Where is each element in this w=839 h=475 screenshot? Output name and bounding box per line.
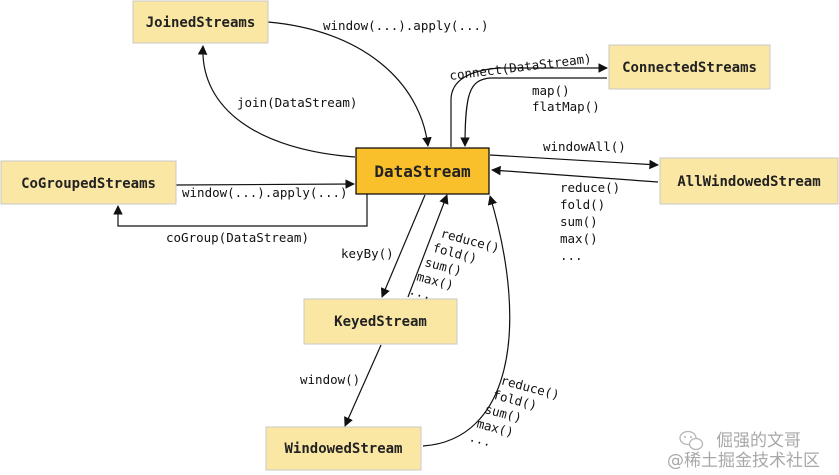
edge-allwindowed-to-datastream — [491, 165, 659, 183]
node-windowed-stream: WindowedStream — [265, 426, 422, 471]
node-joined-streams: JoinedStreams — [132, 0, 269, 44]
edge-labels: window(...).apply(...) join(DataStream) … — [166, 18, 626, 449]
edge-datastream-to-connected — [450, 63, 608, 147]
label-keyed-more: ... — [407, 282, 433, 302]
edge-joined-to-datastream — [267, 21, 432, 147]
label-allwindowed-more: ... — [560, 248, 583, 263]
label-map: map() — [532, 83, 570, 98]
label-keyby: keyBy() — [341, 246, 394, 261]
edge-cogrouped-to-datastream — [175, 179, 355, 189]
watermark-author: 倔强的文哥 — [716, 431, 801, 451]
label-join: join(DataStream) — [237, 95, 357, 110]
node-keyed-stream: KeyedStream — [303, 298, 458, 345]
label-cogroup: coGroup(DataStream) — [166, 230, 309, 245]
node-label: ConnectedStreams — [622, 60, 757, 76]
label-windowed-more: ... — [467, 429, 493, 449]
node-datastream: DataStream — [355, 147, 490, 195]
node-cogrouped-streams: CoGroupedStreams — [0, 160, 177, 205]
label-allwindowed-max: max() — [560, 231, 598, 246]
node-label: DataStream — [374, 162, 471, 181]
label-flatmap: flatMap() — [532, 99, 600, 114]
label-cogroup-window-apply: window(...).apply(...) — [182, 185, 348, 200]
node-label: KeyedStream — [334, 314, 427, 330]
node-label: CoGroupedStreams — [21, 176, 156, 192]
edge-keyed-to-windowed — [344, 344, 382, 427]
label-joined-window-apply: window(...).apply(...) — [323, 18, 489, 33]
watermark: 倔强的文哥 @稀土掘金技术社区 — [667, 430, 820, 471]
edge-windowed-to-datastream — [422, 195, 511, 447]
node-label: WindowedStream — [284, 441, 402, 457]
label-window: window() — [300, 372, 360, 387]
label-allwindowed-fold: fold() — [560, 197, 605, 212]
label-allwindowed-sum: sum() — [560, 214, 598, 229]
edge-datastream-to-allwindowed — [489, 154, 659, 170]
label-allwindowed-reduce: reduce() — [560, 180, 620, 195]
edge-connected-to-datastream — [460, 77, 607, 147]
edge-datastream-to-cogrouped — [113, 193, 368, 227]
edges — [113, 21, 659, 447]
edge-datastream-to-joined-join — [197, 45, 356, 158]
node-connected-streams: ConnectedStreams — [608, 44, 771, 90]
node-label: JoinedStreams — [146, 15, 256, 31]
wechat-icon — [679, 430, 704, 451]
label-window-all: windowAll() — [543, 139, 626, 154]
node-allwindowed-stream: AllWindowedStream — [659, 157, 839, 205]
edge-keyed-to-datastream — [407, 194, 449, 298]
node-label: AllWindowedStream — [677, 174, 820, 190]
edge-datastream-to-keyed — [380, 194, 426, 298]
watermark-site: @稀土掘金技术社区 — [667, 451, 820, 471]
